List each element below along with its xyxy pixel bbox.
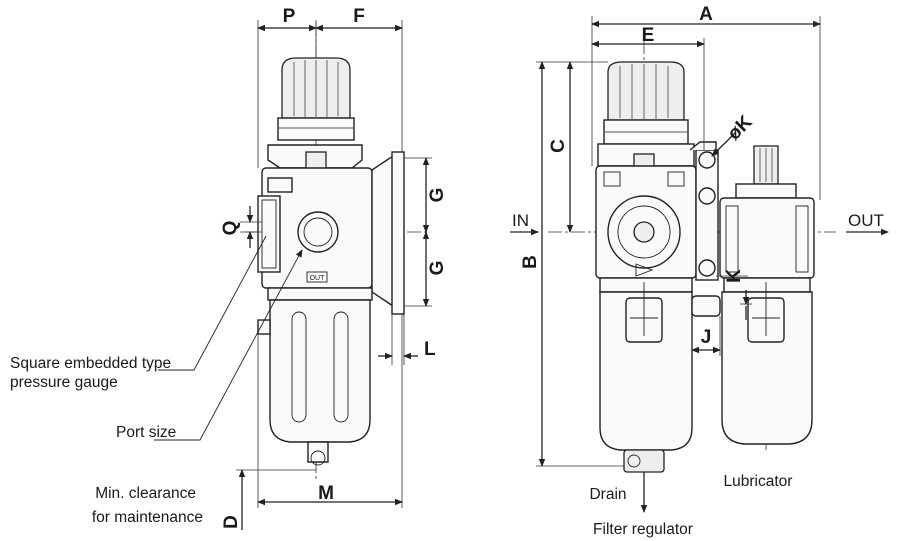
spacer-screw: [698, 187, 716, 205]
dim-M: M: [318, 483, 334, 504]
dim-J: J: [701, 327, 712, 348]
front-drain: [623, 449, 665, 473]
dim-G-upper: G: [427, 188, 448, 203]
gauge-cap: [267, 177, 293, 193]
regulator-knob: [277, 57, 355, 141]
front-regulator-knob: [603, 61, 689, 145]
out-label: OUT: [848, 211, 884, 230]
out-tag-label: OUT: [310, 275, 326, 282]
mount-hole-top: [698, 151, 716, 169]
port-size-leader: [154, 249, 303, 441]
side-view: OUT P F G G Q: [10, 6, 448, 530]
dim-G-lower: G: [427, 261, 448, 276]
dim-Q: Q: [220, 221, 241, 236]
bracket-plate: [391, 151, 405, 315]
port-inner-circle: [303, 217, 333, 247]
lubricator-port-left: [725, 205, 739, 273]
lubricator-port-right: [795, 205, 809, 273]
dim-P: P: [283, 6, 296, 27]
gauge-callout-line1: Square embedded type: [10, 355, 171, 372]
dim-K: K: [724, 269, 745, 283]
lubricator-dome: [735, 183, 797, 199]
dim-B: B: [520, 255, 541, 269]
drain-cock: [307, 441, 329, 463]
front-filter-bowl: [599, 291, 693, 451]
dim-C: C: [548, 139, 569, 153]
filter-bowl: [269, 299, 371, 443]
dim-A: A: [699, 4, 713, 25]
gauge-housing: [257, 195, 281, 273]
gauge-leader: [158, 235, 267, 371]
front-gauge-center: [633, 221, 655, 243]
lubricator-body: [719, 197, 815, 279]
dim-L: L: [424, 339, 436, 360]
bowl-window-right: [333, 311, 349, 423]
lubricator-label: Lubricator: [724, 473, 793, 490]
clearance-line2: for maintenance: [92, 509, 203, 526]
drain-label: Drain: [589, 486, 626, 503]
filter-regulator-label: Filter regulator: [593, 521, 693, 538]
in-label: IN: [512, 211, 529, 230]
spacer-top: [689, 141, 717, 151]
port-size-callout: Port size: [116, 424, 176, 441]
module-connector: [691, 295, 721, 317]
dim-D: D: [221, 515, 242, 529]
front-bowl-ring: [599, 277, 693, 293]
out-tag: [306, 271, 328, 283]
mount-hole-bottom: [698, 259, 716, 277]
gauge-face: [261, 199, 277, 269]
lubricator: [719, 145, 815, 445]
front-gauge-ring: [617, 205, 671, 259]
flow-direction-arrow: [635, 263, 654, 277]
bowl-lock: [257, 319, 271, 335]
dim-E: E: [642, 25, 655, 46]
front-gauge-cap-left: [603, 171, 621, 187]
bowl-ring: [267, 287, 373, 301]
drain-knob: [310, 450, 326, 466]
dim-F: F: [353, 6, 365, 27]
lubricator-bowl: [721, 291, 813, 445]
front-gauge-cap-right: [667, 171, 685, 187]
bowl-window-left: [291, 311, 307, 423]
gauge-callout-line2: pressure gauge: [10, 374, 118, 391]
front-view: A E B C øK K J IN OUT Drain: [510, 4, 889, 538]
clearance-line1: Min. clearance: [95, 485, 196, 502]
